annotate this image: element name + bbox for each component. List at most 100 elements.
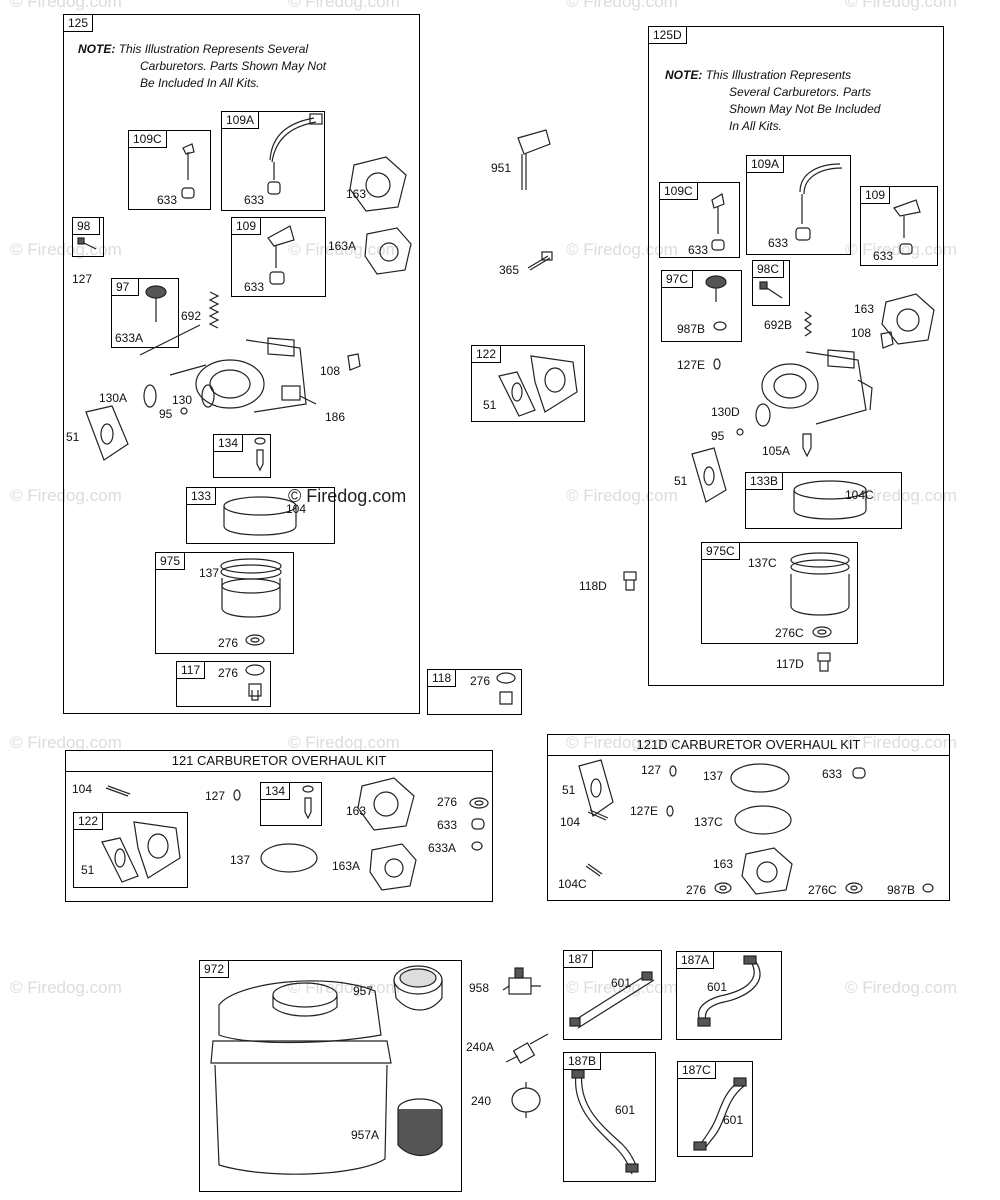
note-text: Carburetors. Parts Shown May Not <box>140 59 327 73</box>
throttle-plate-icon <box>201 384 215 408</box>
part-group-187A: 187A <box>676 951 782 1040</box>
kit-121: 121 CARBURETOR OVERHAUL KIT <box>65 750 493 902</box>
part-label: 105A <box>762 444 791 458</box>
part-group-134: 134 <box>213 434 271 478</box>
screw-icon <box>77 237 97 250</box>
note-text: Be Included In All Kits. <box>140 76 260 90</box>
fuel-shutoff-icon <box>502 967 541 995</box>
screw-icon <box>736 428 744 436</box>
part-label: 127E <box>630 804 659 818</box>
assembly-125D: 125D NOTE: This Illustration Represents … <box>648 26 944 686</box>
needle-valve-icon <box>181 143 195 199</box>
part-label: 51 <box>562 783 576 797</box>
plug-icon <box>666 805 674 817</box>
part-tag: 975 <box>155 552 186 570</box>
needle-valve-icon <box>795 163 843 241</box>
part-group-187C: 187C <box>677 1061 753 1157</box>
adjusting-screw-icon <box>145 285 167 322</box>
part-label: 692 <box>181 309 202 323</box>
part-label: 276 <box>470 674 491 688</box>
part-label: 987B <box>677 322 706 336</box>
part-group-98C: 98C <box>752 260 790 306</box>
part-tag: 975C <box>701 542 740 560</box>
gasket-icon <box>85 405 129 461</box>
washer-icon <box>469 797 489 809</box>
watermark: © Firedog.com <box>10 240 122 259</box>
watermark: © Firedog.com <box>845 978 957 997</box>
part-label: 276C <box>775 626 804 640</box>
gasket-icon <box>691 447 727 503</box>
part-group-97C: 97C <box>661 270 742 342</box>
part-tag: 118 <box>427 669 457 687</box>
part-label: 633 <box>437 818 458 832</box>
carburetor-body-icon <box>761 349 873 425</box>
part-label: 276 <box>218 666 239 680</box>
adjusting-screw-icon <box>705 275 727 331</box>
part-label: 51 <box>66 430 80 444</box>
part-label: 633A <box>428 841 457 855</box>
part-tag: 187A <box>676 951 715 969</box>
part-label: 104 <box>560 815 581 829</box>
part-group-109: 109 <box>231 217 326 297</box>
part-group-975C: 975C <box>701 542 858 644</box>
bowl-nut-icon <box>623 571 637 591</box>
part-tag: 109 <box>231 217 262 235</box>
part-group-133: 133 <box>186 487 335 544</box>
part-label: 117D <box>776 657 804 671</box>
part-label: 276 <box>686 883 707 897</box>
part-label: 601 <box>707 980 728 994</box>
part-tag: 109A <box>746 155 785 173</box>
part-label: 127 <box>641 763 662 777</box>
part-tag: 98C <box>752 260 785 278</box>
pin-icon <box>585 863 603 877</box>
part-label: 240A <box>466 1040 495 1054</box>
float-icon <box>223 496 297 536</box>
part-group-122: 122 <box>471 345 585 422</box>
part-label: 130 <box>172 393 193 407</box>
part-label: 137C <box>748 556 777 570</box>
part-tag: 109C <box>659 182 698 200</box>
fuel-filter-icon <box>511 1082 541 1118</box>
watermark: © Firedog.com <box>10 0 122 11</box>
part-tag: 117 <box>176 661 206 679</box>
part-group-972: 972 <box>199 960 462 1192</box>
part-label: 108 <box>851 326 872 340</box>
part-label: 95 <box>159 407 173 421</box>
part-label: 957 <box>353 984 374 998</box>
watermark: © Firedog.com <box>566 486 678 505</box>
note-text: In All Kits. <box>729 119 782 133</box>
assembly-tag: 125 <box>63 14 94 32</box>
part-label: 127 <box>72 272 93 286</box>
watermark: © Firedog.com <box>288 240 400 259</box>
part-label: 365 <box>499 263 520 277</box>
part-label: 958 <box>469 981 490 995</box>
watermark: © Firedog.com <box>845 733 957 752</box>
part-label: 633 <box>157 193 178 207</box>
needle-valve-icon <box>893 199 921 255</box>
part-label: 987B <box>887 883 916 897</box>
assembly-125: 125 NOTE: This Illustration Represents S… <box>63 14 420 714</box>
part-label: 127E <box>677 358 706 372</box>
inlet-needle-icon <box>802 433 812 458</box>
washer-icon <box>245 634 265 646</box>
part-tag: 134 <box>213 434 244 452</box>
part-group-109C: 109C <box>128 130 211 210</box>
part-label: 163 <box>346 187 367 201</box>
needle-valve-icon <box>267 113 323 195</box>
part-label: 127 <box>205 789 226 803</box>
bowl-nut-icon <box>496 672 516 705</box>
part-label: 951 <box>491 161 512 175</box>
plug-icon <box>713 358 721 370</box>
part-label: 633A <box>115 331 144 345</box>
fuel-filter-icon <box>505 1033 549 1064</box>
spacer-gasket-icon <box>101 821 181 883</box>
part-label: 633 <box>244 280 265 294</box>
part-group-133B: 133B <box>745 472 902 529</box>
inlet-needle-icon <box>302 785 314 820</box>
fuel-line-icon <box>693 1077 747 1151</box>
part-group-134: 134 <box>260 782 322 826</box>
seal-icon <box>471 841 483 851</box>
note-text: This Illustration Represents Several <box>118 42 309 56</box>
watermark: © Firedog.com <box>566 0 678 11</box>
part-label: 957A <box>351 1128 380 1142</box>
